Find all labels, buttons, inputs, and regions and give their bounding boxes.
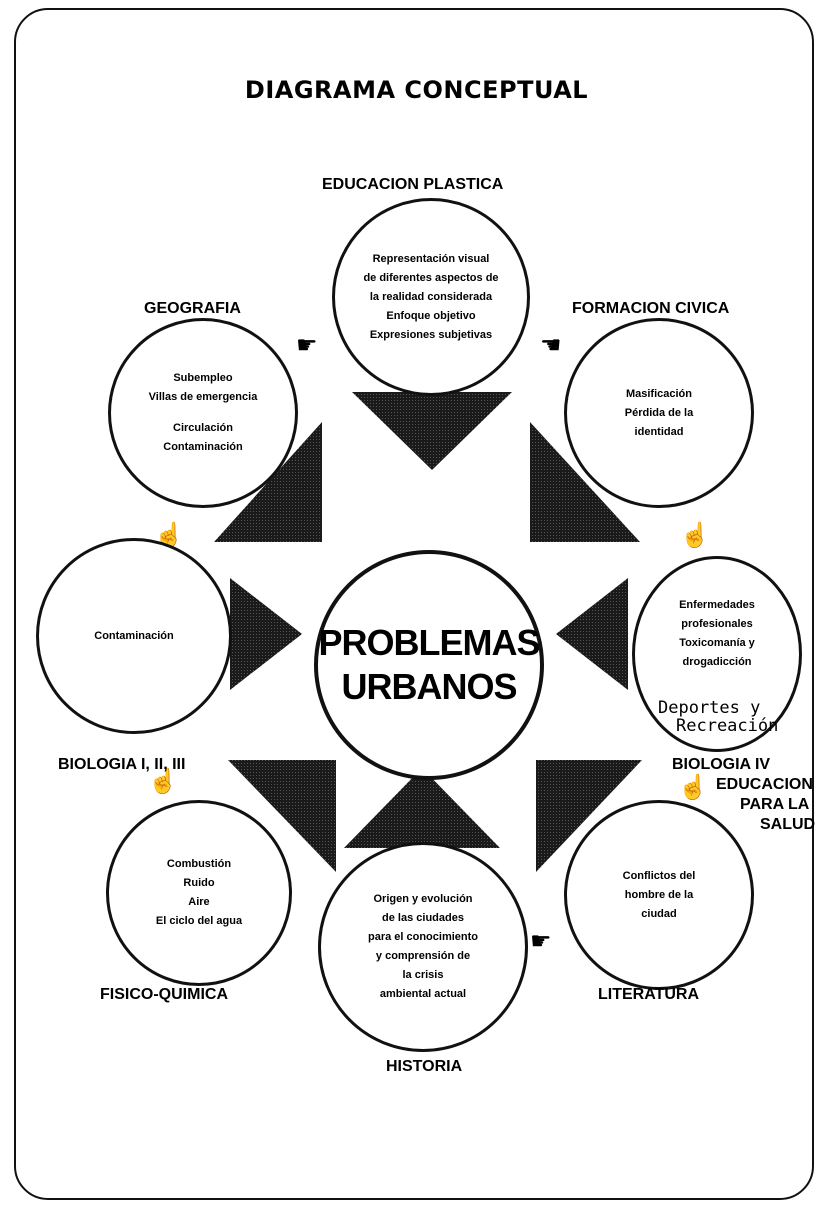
center-circle: PROBLEMAS URBANOS bbox=[314, 550, 544, 780]
center-title-line1: PROBLEMAS bbox=[318, 622, 540, 663]
node-label-geografia: GEOGRAFIA bbox=[144, 300, 241, 317]
node-text: Expresiones subjetivas bbox=[369, 328, 493, 341]
node-label-formacion-civica: FORMACION CIVICA bbox=[572, 300, 730, 317]
node-text: Contaminación bbox=[163, 441, 243, 453]
node-circle-biologia-iv: Enfermedades profesionales Toxicomanía y… bbox=[632, 556, 802, 752]
node-label-biologia-iv: BIOLOGIA IV bbox=[672, 756, 771, 773]
node-circle-educacion-plastica: Representación visual de diferentes aspe… bbox=[332, 198, 530, 396]
handwritten-note-deportes: Deportes y bbox=[658, 698, 761, 718]
node-text: Enfermedades bbox=[679, 599, 755, 611]
node-text: la realidad considerada bbox=[369, 290, 493, 303]
label-educacion-para-la-salud-1: EDUCACION bbox=[716, 776, 813, 793]
label-educacion-para-la-salud-3: SALUD bbox=[760, 816, 816, 833]
node-label-educacion-plastica: EDUCACION PLASTICA bbox=[322, 176, 504, 193]
arrow-top bbox=[352, 392, 512, 470]
node-text: Contaminación bbox=[94, 629, 174, 642]
node-circle-historia: Origen y evolución de las ciudades para … bbox=[318, 842, 528, 1052]
node-circle-geografia: Subempleo Villas de emergencia Circulaci… bbox=[108, 318, 298, 508]
label-educacion-para-la-salud-2: PARA LA bbox=[740, 796, 810, 813]
node-text: identidad bbox=[634, 425, 684, 438]
node-text: Villas de emergencia bbox=[148, 391, 258, 403]
node-text: Masificación bbox=[625, 387, 692, 400]
node-text: Pérdida de la bbox=[624, 406, 694, 419]
node-text: ambiental actual bbox=[379, 988, 467, 1000]
node-label-historia: HISTORIA bbox=[386, 1058, 463, 1075]
node-text: ciudad bbox=[641, 907, 677, 920]
node-text: Ruido bbox=[183, 877, 215, 889]
arrow-bottom-right bbox=[536, 760, 642, 872]
node-text: Toxicomanía y bbox=[679, 637, 755, 649]
node-text: drogadicción bbox=[682, 656, 752, 668]
node-text: y comprensión de bbox=[375, 950, 471, 962]
node-text: Representación visual bbox=[372, 252, 490, 265]
node-text: Combustión bbox=[166, 858, 232, 870]
node-circle-biologia-1-2-3: Contaminación bbox=[36, 538, 232, 734]
node-circle-formacion-civica: Masificación Pérdida de la identidad bbox=[564, 318, 754, 508]
diagram-title: DIAGRAMA CONCEPTUAL bbox=[244, 76, 589, 104]
node-text: Origen y evolución bbox=[373, 893, 473, 905]
arrow-left bbox=[230, 578, 302, 690]
node-text: de las ciudades bbox=[382, 912, 464, 924]
node-text: de diferentes aspectos de bbox=[363, 271, 499, 284]
node-text: Circulación bbox=[173, 422, 233, 434]
handwritten-note-recreacion: Recreación bbox=[676, 716, 779, 736]
node-text: Enfoque objetivo bbox=[386, 309, 476, 322]
node-circle-literatura: Conflictos del hombre de la ciudad bbox=[564, 800, 754, 990]
node-text: hombre de la bbox=[624, 888, 694, 901]
hand-pointer-icon: ☝ bbox=[148, 768, 178, 795]
hand-pointer-icon: ☝ bbox=[678, 774, 708, 801]
node-text: Conflictos del bbox=[622, 869, 696, 882]
hand-pointer-icon: ☚ bbox=[540, 332, 562, 359]
node-text: profesionales bbox=[681, 618, 753, 630]
node-text: para el conocimiento bbox=[367, 931, 479, 943]
node-text bbox=[149, 407, 258, 419]
arrow-top-right bbox=[530, 422, 640, 542]
node-circle-fisico-quimica: Combustión Ruido Aire El ciclo del agua bbox=[106, 800, 292, 986]
node-text: Subempleo bbox=[173, 372, 233, 384]
arrow-right bbox=[556, 578, 628, 690]
hand-pointer-icon: ☛ bbox=[296, 332, 318, 359]
diagram-frame bbox=[14, 8, 814, 1200]
node-text: El ciclo del agua bbox=[155, 915, 243, 927]
node-text: la crisis bbox=[402, 969, 444, 981]
hand-pointer-icon: ☝ bbox=[680, 522, 710, 549]
node-label-literatura: LITERATURA bbox=[598, 986, 700, 1003]
node-label-fisico-quimica: FISICO-QUIMICA bbox=[100, 986, 228, 1003]
hand-pointer-icon: ☛ bbox=[530, 928, 552, 955]
arrow-bottom-left bbox=[228, 760, 336, 872]
center-title-line2: URBANOS bbox=[341, 666, 517, 707]
node-label-biologia-1-2-3: BIOLOGIA I, II, III bbox=[58, 756, 186, 773]
node-text: Aire bbox=[188, 896, 210, 908]
arrow-bottom bbox=[344, 768, 500, 848]
